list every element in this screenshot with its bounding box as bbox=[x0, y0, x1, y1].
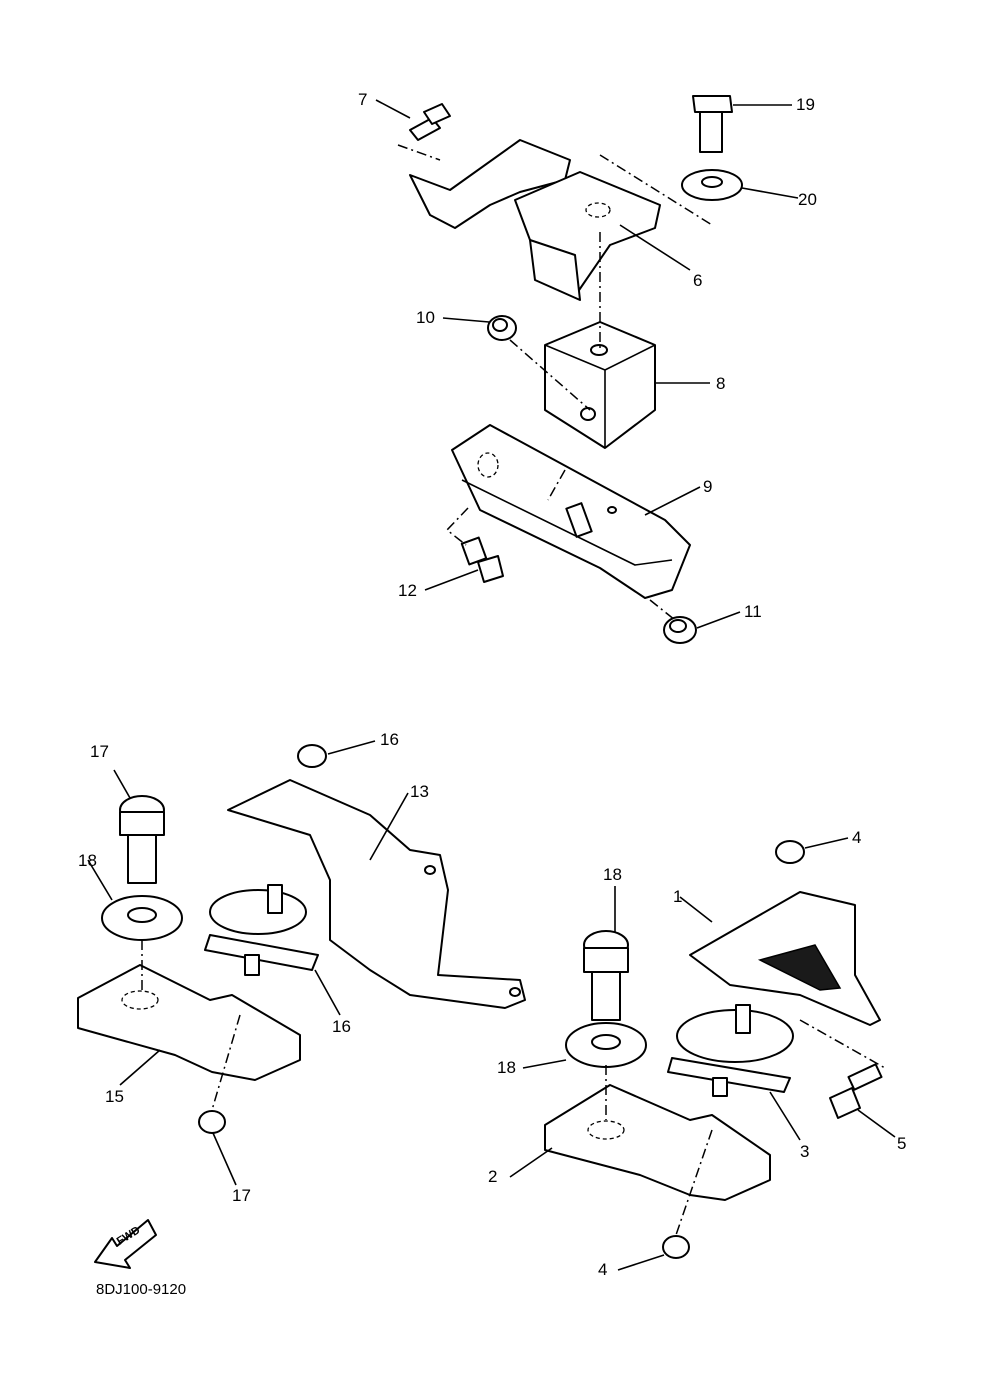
upper-centerlines bbox=[397, 144, 713, 621]
callout-part-6: 6 bbox=[693, 271, 703, 290]
callout-part-16-top: 16 bbox=[380, 730, 399, 749]
callout-part-12: 12 bbox=[398, 581, 417, 600]
lower-right-centerlines bbox=[605, 1019, 886, 1236]
callout-part-11: 11 bbox=[744, 602, 762, 621]
part-19-bolt bbox=[692, 95, 733, 153]
lower-left-centerlines bbox=[141, 940, 241, 1111]
callout-part-3: 3 bbox=[800, 1142, 810, 1161]
drawing-code: 8DJ100-9120 bbox=[96, 1281, 187, 1298]
callout-part-16-bottom: 17 bbox=[232, 1186, 251, 1205]
part-11-nut bbox=[663, 616, 697, 644]
part-8-damper bbox=[544, 321, 656, 449]
callout-part-19: 19 bbox=[796, 95, 815, 114]
part-2-bracket bbox=[544, 1084, 771, 1201]
callout-part-5: 5 bbox=[897, 1134, 907, 1153]
part-3-damper bbox=[667, 1004, 794, 1097]
part-1-bracket bbox=[689, 891, 881, 1026]
part-16-nut-top bbox=[297, 744, 327, 768]
part-12-bolt bbox=[460, 536, 504, 583]
part-20-washer bbox=[681, 169, 743, 201]
callout-part-15: 16 bbox=[332, 1017, 351, 1036]
part-15-damper bbox=[204, 884, 319, 976]
part-9-mount bbox=[451, 424, 691, 599]
callout-part-20: 20 bbox=[798, 190, 817, 209]
part-17-bolt-left bbox=[119, 795, 165, 884]
part-4-nut-top bbox=[775, 840, 805, 864]
callout-part-7: 7 bbox=[358, 90, 368, 109]
part-7-bolt bbox=[409, 103, 451, 141]
part-18-washer-right bbox=[565, 1022, 647, 1068]
part-6-bracket bbox=[409, 139, 661, 301]
callout-part-2: 2 bbox=[488, 1167, 498, 1186]
part-18-washer-left bbox=[101, 895, 183, 941]
callout-part-9: 9 bbox=[703, 477, 713, 496]
callout-part-8: 8 bbox=[716, 374, 726, 393]
part-5-bolt bbox=[829, 1063, 883, 1119]
part-4-nut-bottom bbox=[662, 1235, 690, 1259]
callout-part-17-right: 18 bbox=[603, 865, 622, 884]
leader-lines bbox=[87, 99, 896, 1271]
callout-part-10: 10 bbox=[416, 308, 435, 327]
callout-part-4-bottom: 4 bbox=[598, 1260, 608, 1279]
callout-part-13: 13 bbox=[410, 782, 429, 801]
part-16-nut-bottom bbox=[198, 1110, 226, 1134]
part-17-bolt-right bbox=[583, 930, 629, 1021]
callout-part-1: 1 bbox=[673, 887, 683, 906]
fwd-arrow-icon bbox=[94, 1219, 157, 1269]
callout-part-17-left: 17 bbox=[90, 742, 109, 761]
part-10-nut bbox=[487, 315, 517, 341]
part-13-bracket bbox=[227, 779, 526, 1009]
callout-part-18-right-text: 18 bbox=[497, 1058, 516, 1077]
callout-part-4-top: 4 bbox=[852, 828, 862, 847]
callout-part-14: 15 bbox=[105, 1087, 124, 1106]
callout-part-18-left: 18 bbox=[78, 851, 97, 870]
part-14-bracket bbox=[77, 964, 301, 1081]
